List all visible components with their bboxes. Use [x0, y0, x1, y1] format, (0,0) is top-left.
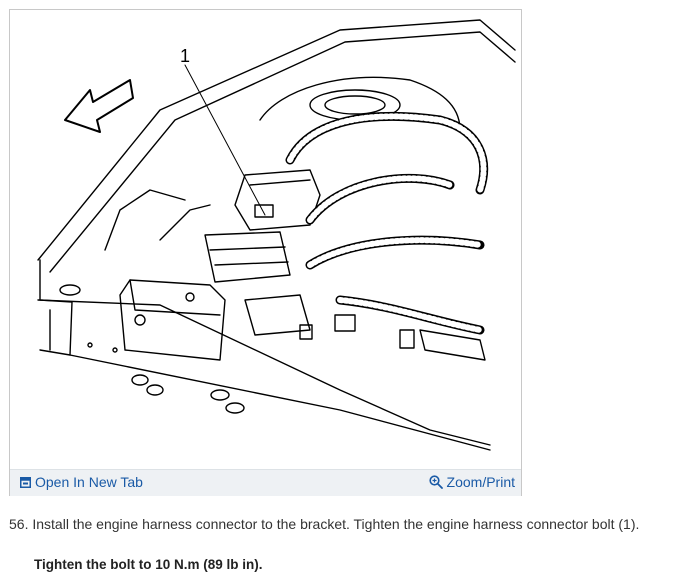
magnifier-icon [428, 475, 443, 489]
open-tab-icon [20, 476, 31, 488]
torque-spec: Tighten the bolt to 10 N.m (89 lb in). [34, 557, 263, 572]
open-new-tab-link[interactable]: Open In New Tab [20, 474, 143, 490]
open-new-tab-label: Open In New Tab [35, 474, 143, 490]
step-instruction: 56. Install the engine harness connector… [9, 516, 640, 532]
callout-label: 1 [180, 46, 190, 66]
engine-harness-illustration: 1 [10, 10, 521, 467]
zoom-print-link[interactable]: Zoom/Print [428, 474, 515, 490]
zoom-print-label: Zoom/Print [446, 474, 515, 490]
figure-toolbar: Open In New Tab Zoom/Print [10, 469, 521, 496]
figure-container: 1 Open In New Tab Zoom/Print [9, 9, 522, 496]
